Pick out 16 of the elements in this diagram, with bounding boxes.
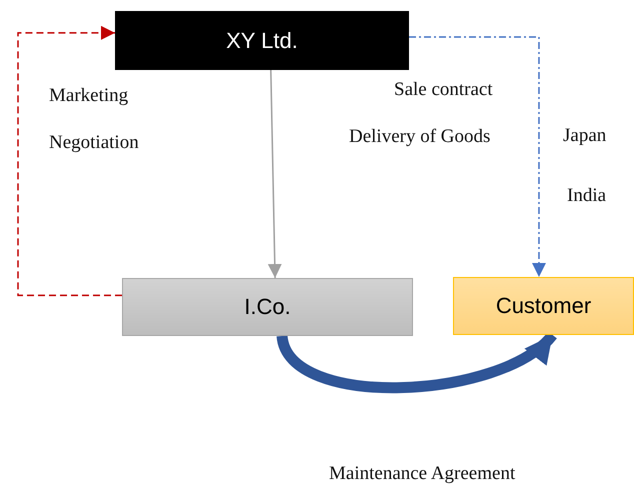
arrow <box>409 36 546 277</box>
text-label: Negotiation <box>49 132 139 154</box>
text-label: Sale contract <box>394 79 493 101</box>
text-label: India <box>567 185 606 207</box>
text-label: Delivery of Goods <box>349 126 490 148</box>
text-label: Marketing <box>49 85 128 107</box>
text-label: Maintenance Agreement <box>329 463 516 485</box>
company-box <box>122 278 413 336</box>
node-label: Customer <box>496 293 592 319</box>
node-label: XY Ltd. <box>226 28 298 54</box>
text-label: Japan <box>563 125 606 147</box>
node-label: I.Co. <box>244 294 291 320</box>
arrow <box>268 70 282 278</box>
customer-box <box>453 277 634 335</box>
arrow <box>17 26 122 296</box>
company-box <box>115 11 409 70</box>
